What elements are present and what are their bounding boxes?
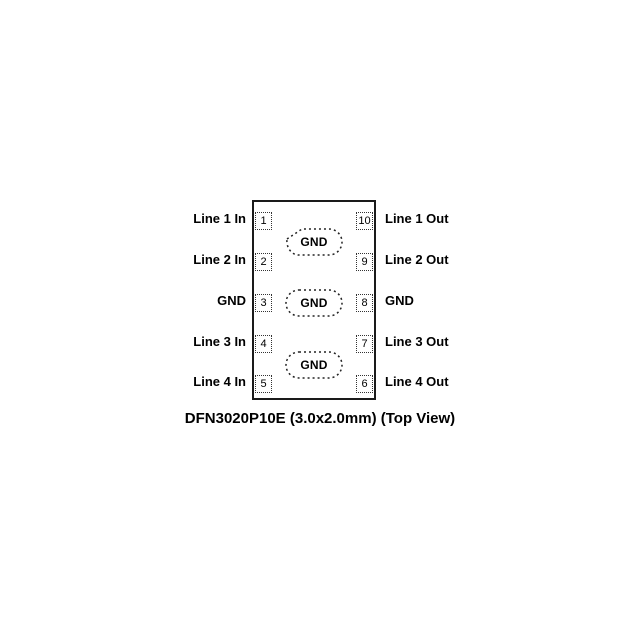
pin-3-label: GND (217, 293, 246, 308)
gnd-pad-outline-icon (286, 228, 343, 256)
pin-4: 4 (255, 335, 272, 353)
pin-5-label: Line 4 In (193, 374, 246, 389)
pin-number: 7 (361, 338, 368, 350)
pin-5: 5 (255, 375, 272, 393)
package-caption: DFN3020P10E (3.0x2.0mm) (Top View) (184, 410, 456, 427)
pin-number: 2 (260, 256, 267, 268)
pin-2-label: Line 2 In (193, 252, 246, 267)
pin-number: 10 (358, 215, 371, 227)
gnd-pad-label: GND (300, 296, 328, 310)
pin-2: 2 (255, 253, 272, 271)
pin-number: 9 (361, 256, 368, 268)
pin-number: 3 (260, 297, 267, 309)
gnd-pad-outline-icon (285, 289, 343, 317)
gnd-pad-outline-icon (285, 351, 343, 379)
pin-number: 8 (361, 297, 368, 309)
pin-1: 1 (255, 212, 272, 230)
pin-6-label: Line 4 Out (385, 374, 449, 389)
pin-10: 10 (356, 212, 373, 230)
gnd-pad-3: GND (282, 350, 346, 380)
pin-6: 6 (356, 375, 373, 393)
pin-number: 6 (361, 378, 368, 390)
pin-number: 5 (260, 378, 267, 390)
pin-9: 9 (356, 253, 373, 271)
gnd-pad-2: GND (282, 288, 346, 318)
pin-9-label: Line 2 Out (385, 252, 449, 267)
pin-number: 4 (260, 338, 267, 350)
gnd-pad-label: GND (300, 235, 328, 249)
pin-7-label: Line 3 Out (385, 334, 449, 349)
pin-10-label: Line 1 Out (385, 211, 449, 226)
pin-7: 7 (356, 335, 373, 353)
pin-1-label: Line 1 In (193, 211, 246, 226)
pin-8: 8 (356, 294, 373, 312)
gnd-pad-1: GND (282, 227, 346, 257)
pin-number: 1 (260, 215, 267, 227)
pin-4-label: Line 3 In (193, 334, 246, 349)
chip-body: 1 2 3 4 5 10 9 8 7 6 (252, 200, 376, 400)
pin-8-label: GND (385, 293, 414, 308)
gnd-pad-label: GND (300, 358, 328, 372)
pin-3: 3 (255, 294, 272, 312)
